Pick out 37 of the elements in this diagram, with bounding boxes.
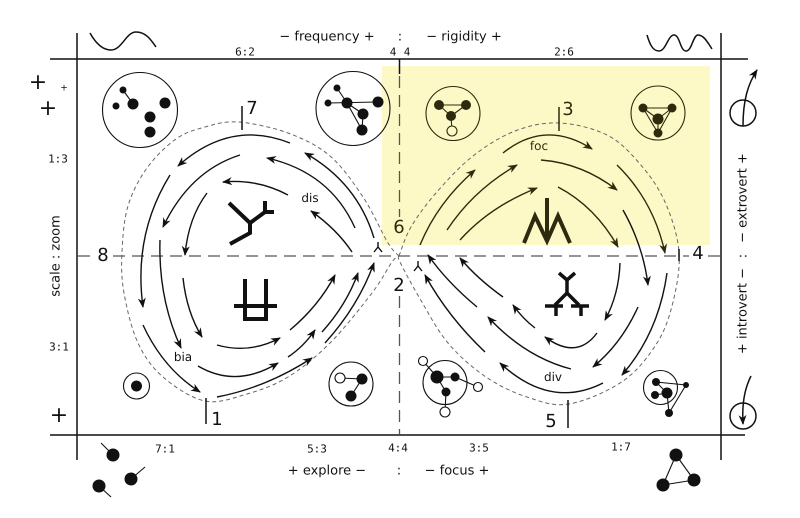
axis-label: − frequency + — [279, 30, 375, 44]
flow-label: bia — [174, 351, 192, 363]
marker-number: 3 — [562, 101, 574, 119]
ratio-label: 4:4 — [388, 442, 408, 454]
marker-number: 2 — [393, 277, 405, 295]
marker-number: 4 — [692, 245, 704, 263]
ratio-label: 3:5 — [469, 442, 489, 454]
marker-number: 8 — [97, 247, 109, 265]
plus-sign: + — [50, 405, 68, 427]
axis-separator: : — [736, 254, 750, 258]
axis-separator: : — [398, 30, 402, 44]
marker-number: 7 — [246, 100, 258, 118]
axis-label: scale : zoom — [50, 215, 62, 297]
axis-label: − extrovert + — [736, 153, 750, 243]
axis-label: − focus + — [424, 464, 490, 478]
ratio-label: 3:1 — [49, 342, 69, 352]
flow-label: div — [544, 371, 562, 383]
ratio-label: 2:6 — [554, 46, 574, 58]
marker-number: 1 — [211, 411, 223, 429]
axis-label: + explore − — [288, 464, 366, 478]
ratio-label: 1:3 — [48, 154, 68, 164]
ratio-label: 4 — [404, 46, 410, 58]
marker-number: 5 — [545, 413, 557, 431]
marker-number: 6 — [393, 219, 405, 237]
plus-sign: + — [38, 98, 58, 120]
ratio-label: 6:2 — [235, 46, 255, 58]
axis-label: + introvert − — [736, 268, 750, 354]
flow-label: foc — [530, 140, 548, 152]
ratio-label: 1:7 — [611, 442, 631, 452]
flow-label: dis — [301, 192, 319, 204]
axis-separator: : — [396, 464, 402, 478]
plus-sign: + — [60, 84, 68, 94]
axis-label: − rigidity + — [426, 30, 502, 44]
ratio-label: 7:1 — [155, 444, 175, 454]
ratio-label: 5:3 — [307, 444, 327, 454]
ratio-label: 4 — [390, 46, 396, 58]
plus-sign: + — [28, 72, 48, 94]
